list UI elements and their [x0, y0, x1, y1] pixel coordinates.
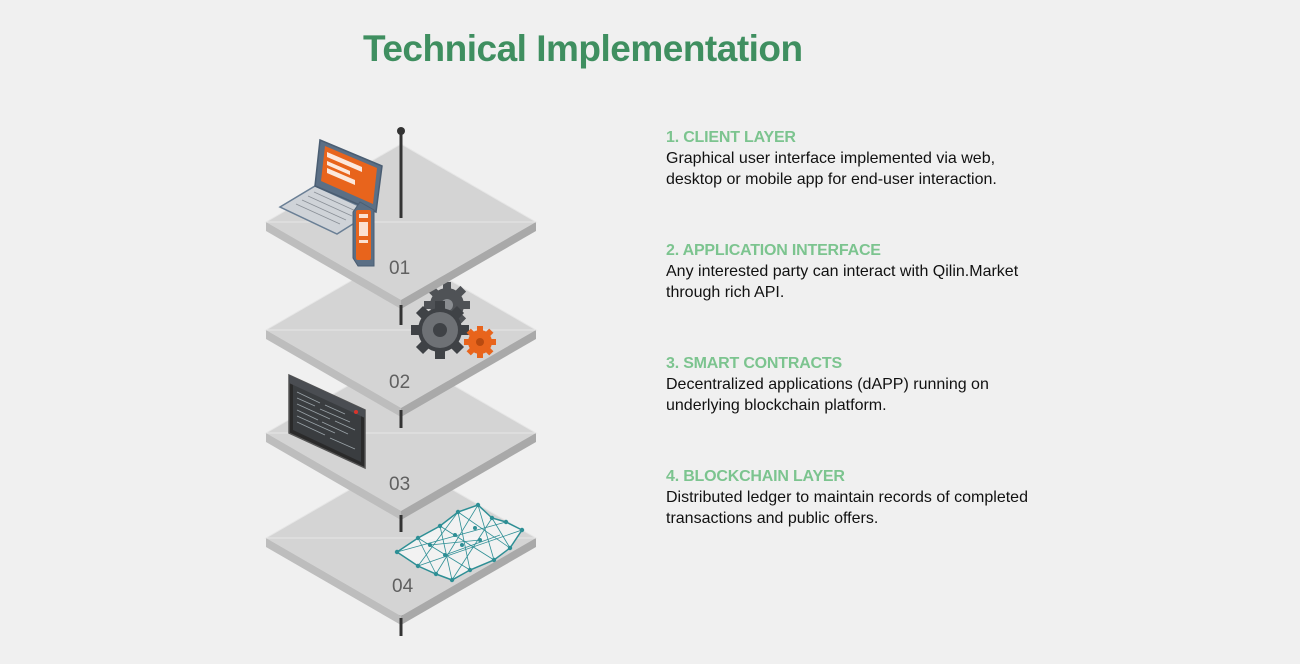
layer-description-line: Distributed ledger to maintain records o… — [666, 489, 1028, 506]
layer-item-smart-contracts: 3. SMART CONTRACTS Decentralized applica… — [666, 354, 1086, 416]
layer-heading: 4. BLOCKCHAIN LAYER — [666, 468, 845, 485]
layer-description-line: Decentralized applications (dAPP) runnin… — [666, 376, 989, 393]
layer-heading: 1. CLIENT LAYER — [666, 129, 796, 146]
layer-number-01: 01 — [389, 258, 410, 279]
layer-description-line: transactions and public offers. — [666, 510, 879, 527]
layer-number-04: 04 — [392, 576, 414, 597]
laptop-and-phone-icon — [278, 138, 383, 267]
layer-description-line: underlying blockchain platform. — [666, 397, 887, 414]
layer-number-03: 03 — [389, 474, 410, 495]
network-mesh-icon — [394, 502, 525, 583]
layer-stack-diagram: 04 03 — [265, 127, 537, 636]
layer-number-02: 02 — [389, 372, 410, 393]
page-title: Technical Implementation — [363, 28, 803, 69]
layer-description-line: Any interested party can interact with Q… — [666, 263, 1019, 280]
layer-heading: 3. SMART CONTRACTS — [666, 355, 842, 372]
layer-item-application-interface: 2. APPLICATION INTERFACE Any interested … — [666, 241, 1086, 303]
layer-description-line: Graphical user interface implemented via… — [666, 150, 996, 167]
terminal-icon — [288, 373, 366, 470]
gears-icon — [411, 282, 496, 359]
layer-item-client: 1. CLIENT LAYER Graphical user interface… — [666, 128, 1086, 190]
layer-description-line: desktop or mobile app for end-user inter… — [666, 171, 997, 188]
layer-heading: 2. APPLICATION INTERFACE — [666, 242, 881, 259]
layer-description-line: through rich API. — [666, 284, 785, 301]
layer-item-blockchain: 4. BLOCKCHAIN LAYER Distributed ledger t… — [666, 467, 1086, 529]
